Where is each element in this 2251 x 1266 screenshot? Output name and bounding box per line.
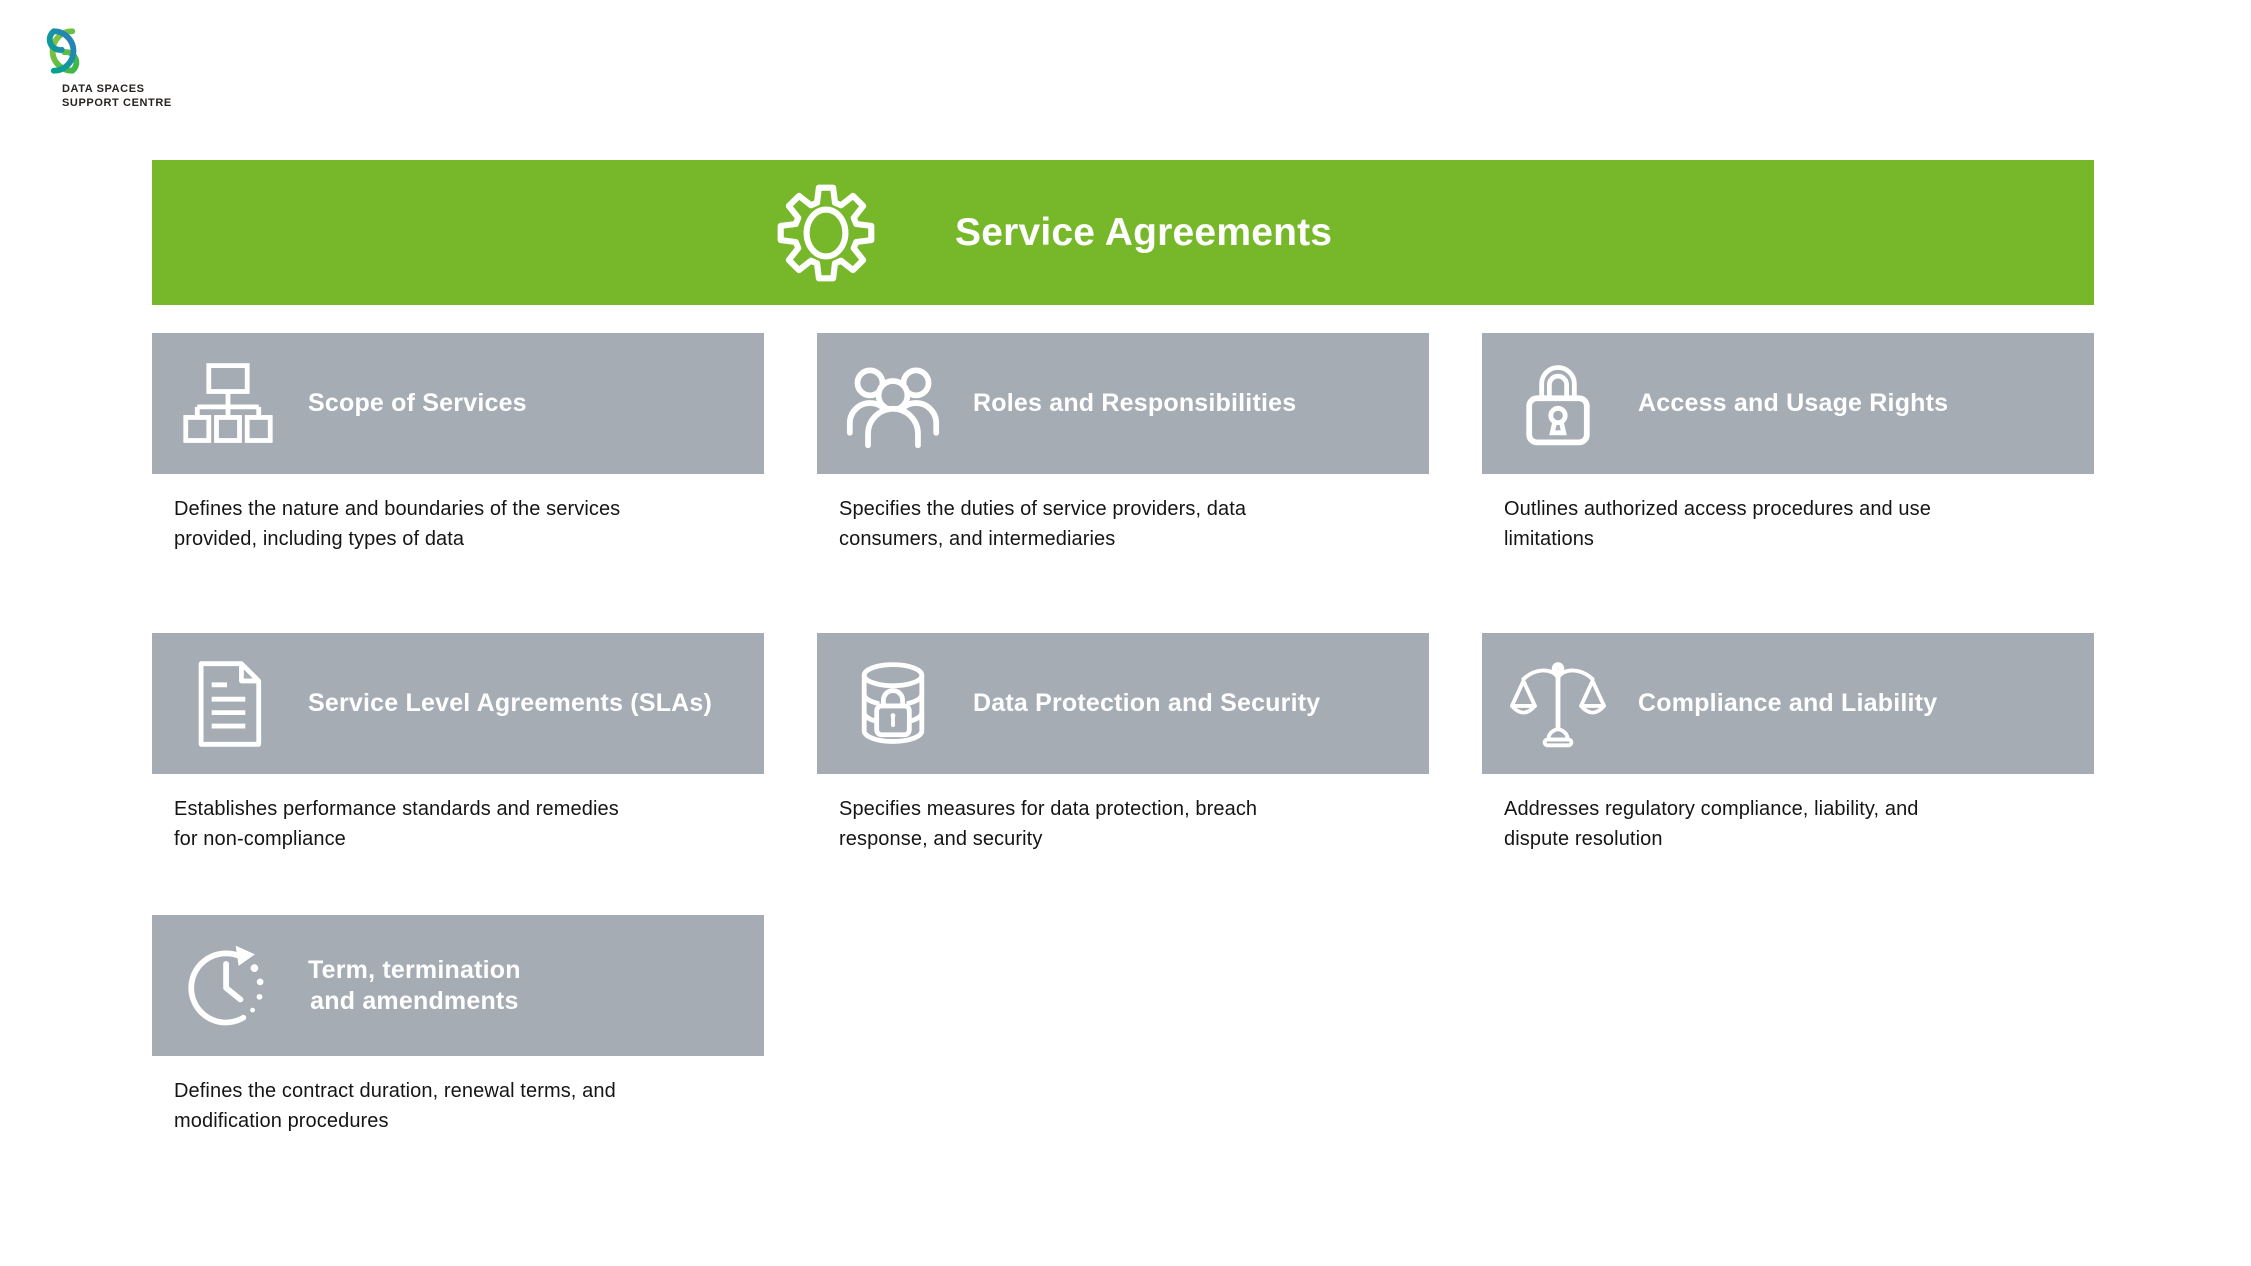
card-group-data-protection-and-security: Data Protection and Security Specifies m… <box>817 633 1429 854</box>
card-title: Compliance and Liability <box>1638 689 1938 717</box>
clock-icon <box>180 938 276 1034</box>
dssc-logo-line1: DATA SPACES <box>62 83 145 95</box>
gear-icon <box>775 182 877 284</box>
dssc-logo-line2: SUPPORT CENTRE <box>62 97 172 109</box>
dssc-logo-text: DATA SPACES SUPPORT CENTRE <box>62 82 172 110</box>
card-group-access-and-usage-rights: Access and Usage Rights Outlines authori… <box>1482 333 2094 554</box>
card-group-scope-of-services: Scope of Services Defines the nature and… <box>152 333 764 554</box>
card-access-and-usage-rights: Access and Usage Rights <box>1482 333 2094 474</box>
card-term-termination-and-amendments: Term, termination and amendments <box>152 915 764 1056</box>
card-title: Data Protection and Security <box>973 689 1321 717</box>
card-description: Specifies measures for data protection, … <box>839 798 1258 850</box>
org-chart-icon <box>180 356 276 452</box>
card-group-compliance-and-liability: Compliance and Liability Addresses regul… <box>1482 633 2094 854</box>
service-agreements-banner: Service Agreements <box>152 160 2094 305</box>
database-lock-icon <box>845 656 941 752</box>
card-service-level-agreements-slas: Service Level Agreements (SLAs) <box>152 633 764 774</box>
dssc-logo: DATA SPACES SUPPORT CENTRE <box>34 22 172 110</box>
padlock-icon <box>1510 356 1606 452</box>
card-compliance-and-liability: Compliance and Liability <box>1482 633 2094 774</box>
card-description: Outlines authorized access procedures an… <box>1504 498 1931 550</box>
card-group-service-level-agreements-slas: Service Level Agreements (SLAs) Establis… <box>152 633 764 854</box>
card-title: Scope of Services <box>308 389 527 417</box>
people-icon <box>845 356 941 452</box>
card-description: Defines the nature and boundaries of the… <box>174 498 621 550</box>
page-title: Service Agreements <box>955 210 1333 254</box>
scales-icon <box>1510 656 1606 752</box>
card-scope-of-services: Scope of Services <box>152 333 764 474</box>
card-title: Roles and Responsibilities <box>973 389 1297 417</box>
card-title: Access and Usage Rights <box>1638 389 1949 417</box>
card-data-protection-and-security: Data Protection and Security <box>817 633 1429 774</box>
dssc-logo-icon <box>34 22 92 80</box>
document-icon <box>180 656 276 752</box>
card-group-term-termination-and-amendments: Term, termination and amendments Defines… <box>152 915 764 1136</box>
card-description: Addresses regulatory compliance, liabili… <box>1504 798 1919 850</box>
card-description: Defines the contract duration, renewal t… <box>174 1080 616 1132</box>
card-title: Service Level Agreements (SLAs) <box>308 689 713 717</box>
card-title: Term, termination and amendments <box>308 955 521 1015</box>
card-description: Specifies the duties of service provider… <box>839 498 1247 550</box>
card-group-roles-and-responsibilities: Roles and Responsibilities Specifies the… <box>817 333 1429 554</box>
card-roles-and-responsibilities: Roles and Responsibilities <box>817 333 1429 474</box>
card-description: Establishes performance standards and re… <box>174 798 619 850</box>
